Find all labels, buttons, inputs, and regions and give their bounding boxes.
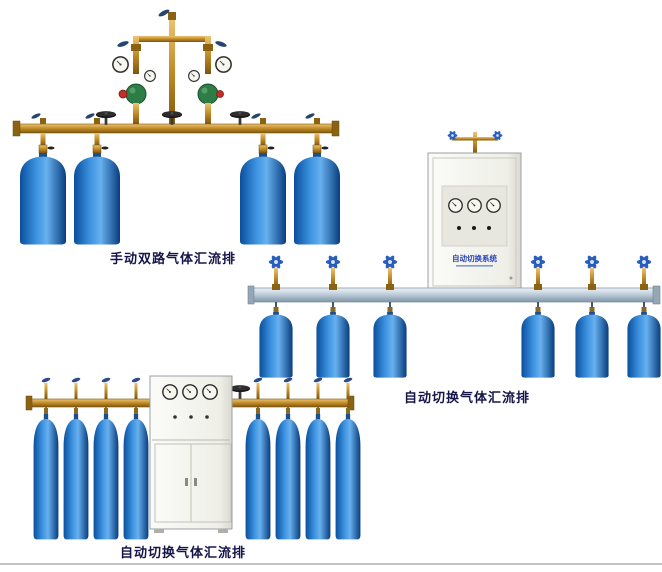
riser-taps <box>41 377 353 399</box>
gas-cylinder <box>305 414 331 540</box>
pressure-gauge-icon <box>486 198 501 213</box>
cylinder-station <box>316 254 350 378</box>
cylinder-station <box>259 254 293 378</box>
indicator-light-icon <box>457 226 461 230</box>
manifold-inlet-pipes <box>133 9 211 126</box>
product-photo-manual-dual-manifold <box>12 9 340 245</box>
gas-cylinder <box>123 414 149 540</box>
product-photo-auto-manifold-floor <box>25 375 361 540</box>
gas-cylinder <box>245 414 271 540</box>
gas-cylinder <box>259 312 293 378</box>
regulator-right <box>197 83 224 124</box>
bottom-divider <box>0 563 662 565</box>
cylinder-station <box>373 254 407 378</box>
pressure-gauge-icon <box>188 70 200 82</box>
handwheel-valve-icon <box>229 385 251 399</box>
inlet-valve-handle-icon <box>158 9 170 17</box>
gas-cylinder <box>575 312 609 378</box>
indicator-light-icon <box>472 226 476 230</box>
cylinder-station <box>627 254 661 378</box>
pressure-gauge-icon <box>448 198 463 213</box>
gas-cylinder <box>74 153 120 245</box>
pressure-gauge-icon <box>144 70 156 82</box>
gas-cylinder <box>93 414 119 540</box>
cabinet-lock-icon <box>509 276 513 280</box>
handwheel-valve-icon <box>161 111 183 125</box>
product-photo-auto-manifold-wall: 自动切换系统 <box>247 130 661 378</box>
product-caption: 自动切换气体汇流排 <box>120 545 247 560</box>
valve-handwheel-icon <box>325 254 341 270</box>
manifold-rail-pipe <box>247 285 661 305</box>
valve-handwheel-icon <box>268 254 284 270</box>
gas-cylinder <box>373 312 407 378</box>
cylinder-station <box>575 254 609 378</box>
door-handle-icon <box>194 478 197 486</box>
cabinet-label-text: 自动切换系统 <box>452 253 497 263</box>
cabinet-subtitle-line <box>456 265 493 267</box>
control-cabinet <box>149 375 233 533</box>
regulator-knob-icon <box>118 89 128 99</box>
panel-knob-icon <box>189 415 193 419</box>
cylinder-station <box>74 113 120 245</box>
valve-handwheel-icon <box>636 254 652 270</box>
cabinet-inlet-valves <box>447 130 503 154</box>
pressure-gauge-icon <box>215 56 232 73</box>
pressure-gauge-icon <box>112 56 129 73</box>
panel-knob-icon <box>205 415 209 419</box>
gas-cylinder <box>20 153 66 245</box>
cylinder-bank-left <box>33 407 149 540</box>
valve-handwheel-icon <box>530 254 546 270</box>
panel-knob-icon <box>173 415 177 419</box>
cylinder-station <box>521 254 555 378</box>
valve-handwheel-icon <box>382 254 398 270</box>
handwheel-valve-icon <box>229 111 251 125</box>
pressure-gauge-icon <box>467 198 482 213</box>
gas-cylinder <box>316 312 350 378</box>
manifold-header-pipe <box>12 120 340 137</box>
gas-cylinder <box>335 414 361 540</box>
gas-cylinder <box>521 312 555 378</box>
cylinder-station <box>20 113 66 245</box>
door-handle-icon <box>185 478 188 486</box>
line-valve-right <box>203 41 227 51</box>
regulator-knob-icon <box>216 90 224 98</box>
valve-handwheel-icon <box>584 254 600 270</box>
indicator-light-icon <box>487 226 491 230</box>
product-caption: 自动切换气体汇流排 <box>404 390 531 405</box>
gas-cylinder <box>33 414 59 540</box>
pressure-gauge-icon <box>182 384 198 400</box>
cylinder-station <box>294 113 340 245</box>
cylinder-bank-right <box>245 407 361 540</box>
gas-cylinder <box>63 414 89 540</box>
pressure-gauge-icon <box>162 384 178 400</box>
control-cabinet: 自动切换系统 <box>427 152 522 292</box>
gas-cylinder <box>275 414 301 540</box>
gas-cylinder <box>627 312 661 378</box>
product-caption: 手动双路气体汇流排 <box>110 251 237 266</box>
pressure-gauge-icon <box>202 384 218 400</box>
cylinder-station <box>240 113 286 245</box>
line-valve-left <box>117 41 141 51</box>
regulator-left <box>118 83 147 124</box>
